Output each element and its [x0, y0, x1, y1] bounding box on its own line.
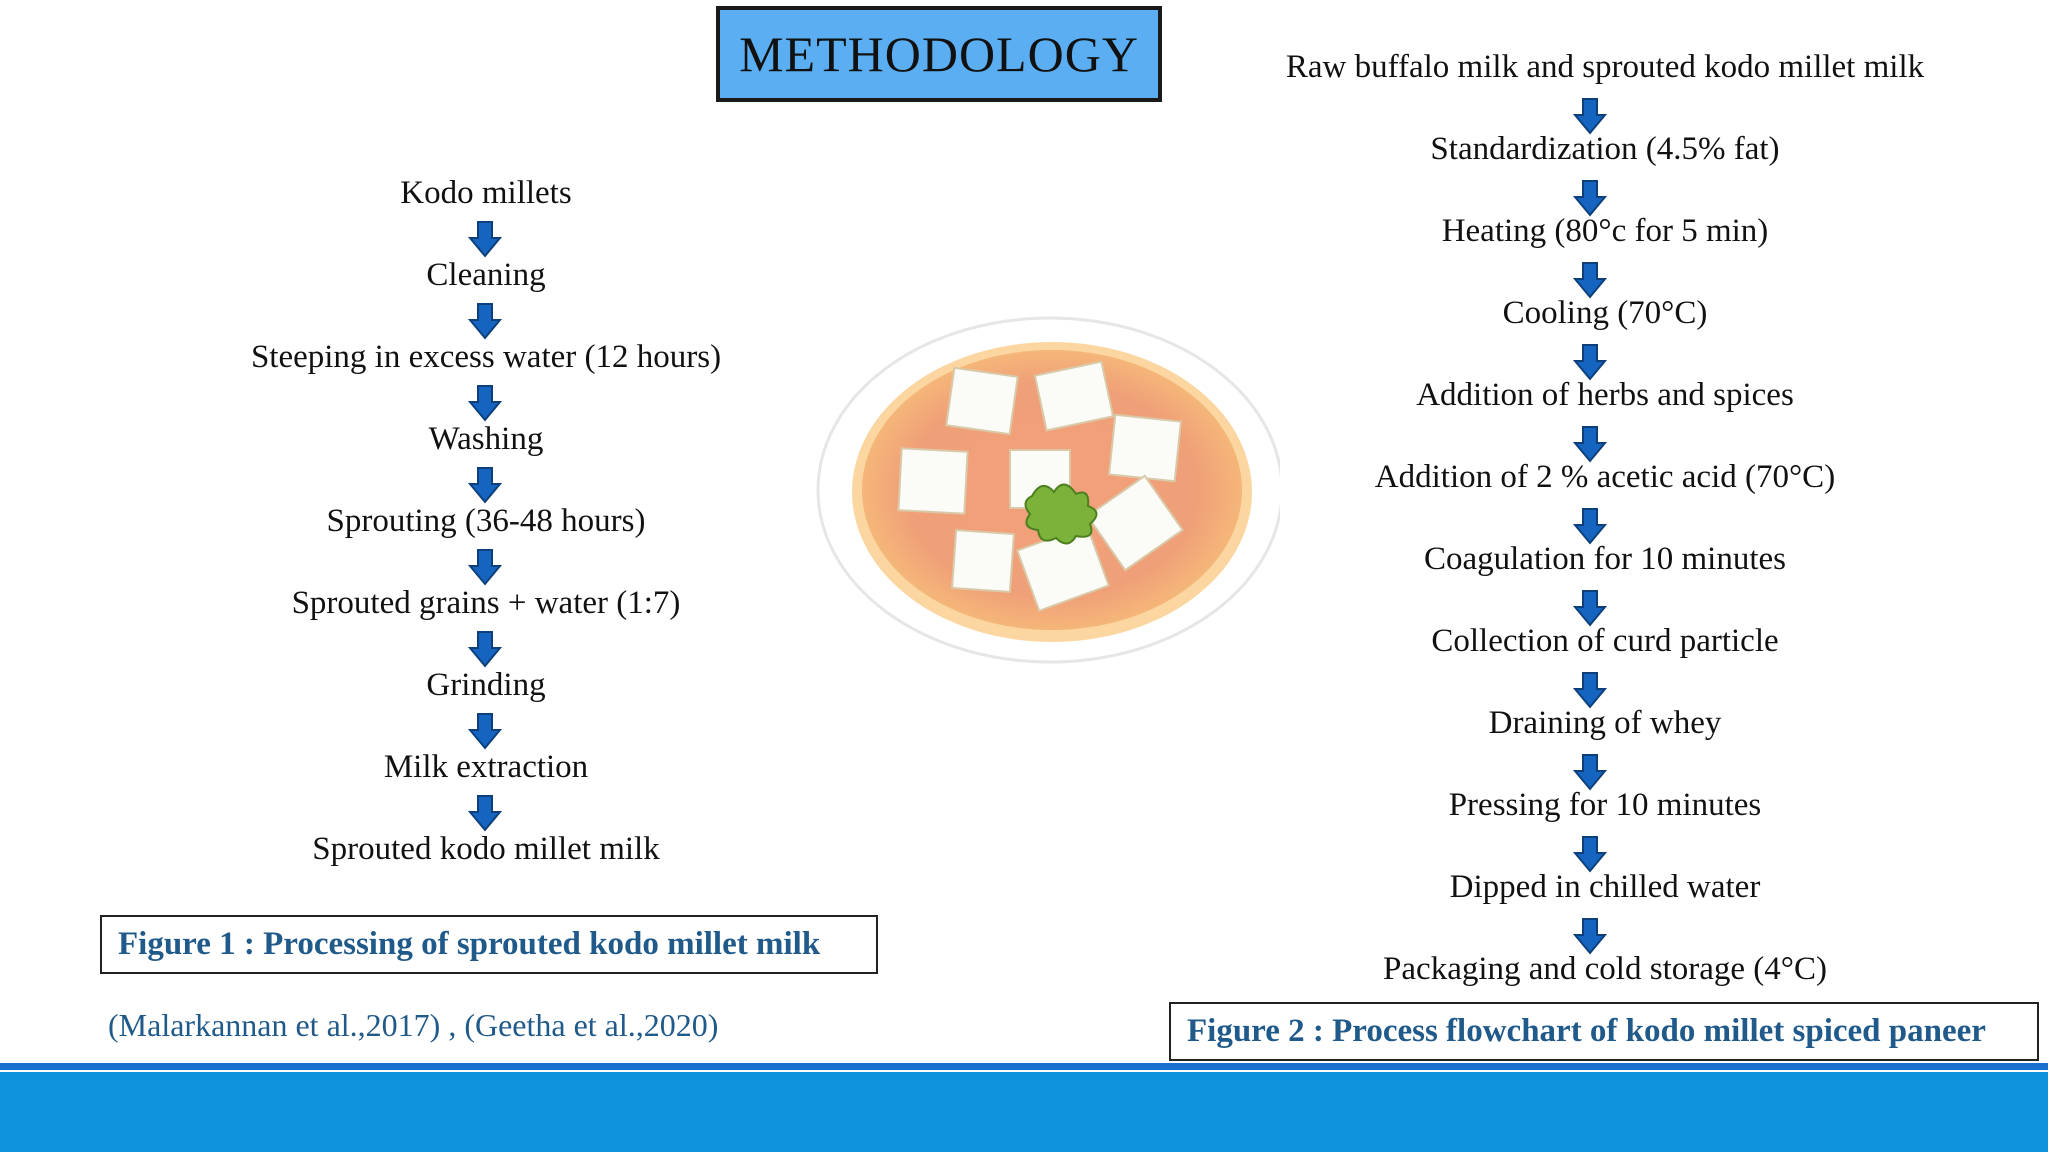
flow2-step: Packaging and cold storage (4°C) [1383, 951, 1827, 987]
flow2-step: Raw buffalo milk and sprouted kodo mille… [1285, 49, 1925, 85]
references: (Malarkannan et al.,2017) , (Geetha et a… [108, 1007, 719, 1043]
arrow-down-icon [1573, 918, 1607, 955]
flow1-step: Washing [428, 421, 544, 457]
arrow-down-icon [1573, 672, 1607, 709]
arrow-down-icon [468, 467, 502, 504]
arrow-down-icon [1573, 836, 1607, 873]
arrow-down-icon [468, 221, 502, 258]
arrow-down-icon [468, 795, 502, 832]
flow2-step: Standardization (4.5% fat) [1430, 131, 1780, 167]
flow2-step: Heating (80°c for 5 min) [1441, 213, 1769, 249]
flow1-step: Steeping in excess water (12 hours) [250, 339, 722, 375]
flow2-step: Addition of 2 % acetic acid (70°C) [1374, 459, 1836, 495]
figure-1-caption: Figure 1 : Processing of sprouted kodo m… [100, 915, 878, 974]
flow1-step: Cleaning [426, 257, 546, 293]
flow1-step: Sprouting (36-48 hours) [326, 503, 646, 539]
arrow-down-icon [1573, 344, 1607, 381]
arrow-down-icon [1573, 508, 1607, 545]
arrow-down-icon [1573, 426, 1607, 463]
arrow-down-icon [1573, 754, 1607, 791]
arrow-down-icon [468, 303, 502, 340]
paneer-curry-bowl-icon [816, 316, 1280, 664]
flow2-step: Collection of curd particle [1431, 623, 1779, 659]
flow2-step: Pressing for 10 minutes [1448, 787, 1762, 823]
arrow-down-icon [1573, 262, 1607, 299]
flow1-step: Grinding [426, 667, 546, 703]
arrow-down-icon [1573, 98, 1607, 135]
flow1-step: Sprouted grains + water (1:7) [291, 585, 681, 621]
flow1-step: Kodo millets [400, 175, 572, 211]
arrow-down-icon [1573, 590, 1607, 627]
arrow-down-icon [468, 713, 502, 750]
flow2-step: Dipped in chilled water [1449, 869, 1761, 905]
arrow-down-icon [468, 385, 502, 422]
flow2-step: Coagulation for 10 minutes [1423, 541, 1787, 577]
arrow-down-icon [1573, 180, 1607, 217]
footer-divider [0, 1063, 2048, 1070]
page-title: METHODOLOGY [716, 6, 1162, 102]
flow1-step: Sprouted kodo millet milk [312, 831, 660, 867]
flow1-step: Milk extraction [383, 749, 589, 785]
arrow-down-icon [468, 549, 502, 586]
flow2-step: Cooling (70°C) [1502, 295, 1708, 331]
arrow-down-icon [468, 631, 502, 668]
figure-2-caption: Figure 2 : Process flowchart of kodo mil… [1169, 1002, 2039, 1061]
footer-band [0, 1072, 2048, 1152]
flow2-step: Draining of whey [1488, 705, 1722, 741]
flow2-step: Addition of herbs and spices [1416, 377, 1794, 413]
